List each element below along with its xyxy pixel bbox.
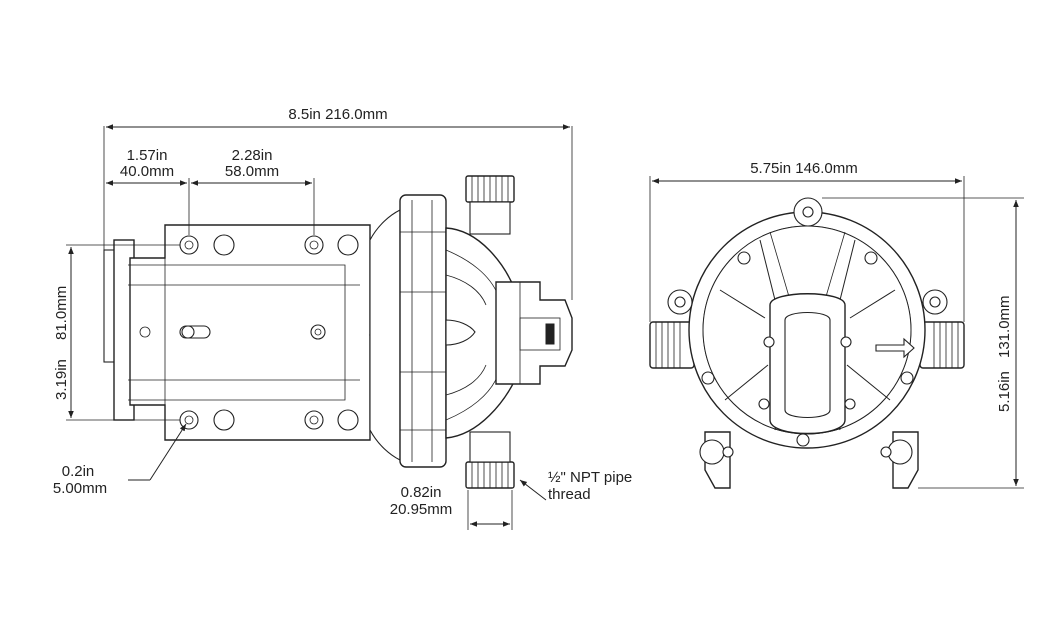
side-view xyxy=(103,175,573,489)
right-port xyxy=(919,321,965,369)
npt-thread-label-2: thread xyxy=(548,486,591,503)
port-mm-label: 20.95mm xyxy=(390,501,453,518)
height-side-in-label: 3.19in xyxy=(53,359,70,400)
head-transition xyxy=(369,209,401,461)
height-front-mm-label: 131.0mm xyxy=(996,295,1013,358)
height-front-in-label: 5.16in xyxy=(996,371,1013,412)
mount-2-in-label: 2.28in xyxy=(232,147,273,164)
mount-2-mm-label: 58.0mm xyxy=(225,163,279,180)
overall-length-label: 8.5in 216.0mm xyxy=(288,106,387,123)
mount-holes-top xyxy=(179,234,359,256)
pressure-switch xyxy=(495,281,573,385)
dimension-lines xyxy=(66,124,1024,530)
mount-1-in-label: 1.57in xyxy=(127,147,168,164)
width-front-label: 5.75in 146.0mm xyxy=(750,160,858,177)
left-port xyxy=(649,321,695,369)
height-side-mm-label: 81.0mm xyxy=(53,286,70,340)
npt-thread-label-1: ½" NPT pipe xyxy=(548,469,632,486)
front-view xyxy=(649,197,965,489)
housing-screws xyxy=(674,206,941,458)
flow-arrow-icon xyxy=(875,337,915,359)
pump-head-flange xyxy=(399,194,447,468)
port-in-label: 0.82in xyxy=(401,484,442,501)
motor-body xyxy=(129,224,371,441)
mount-1-mm-label: 40.0mm xyxy=(120,163,174,180)
hole-in-label: 0.2in xyxy=(62,463,95,480)
hole-mm-label: 5.00mm xyxy=(53,480,107,497)
